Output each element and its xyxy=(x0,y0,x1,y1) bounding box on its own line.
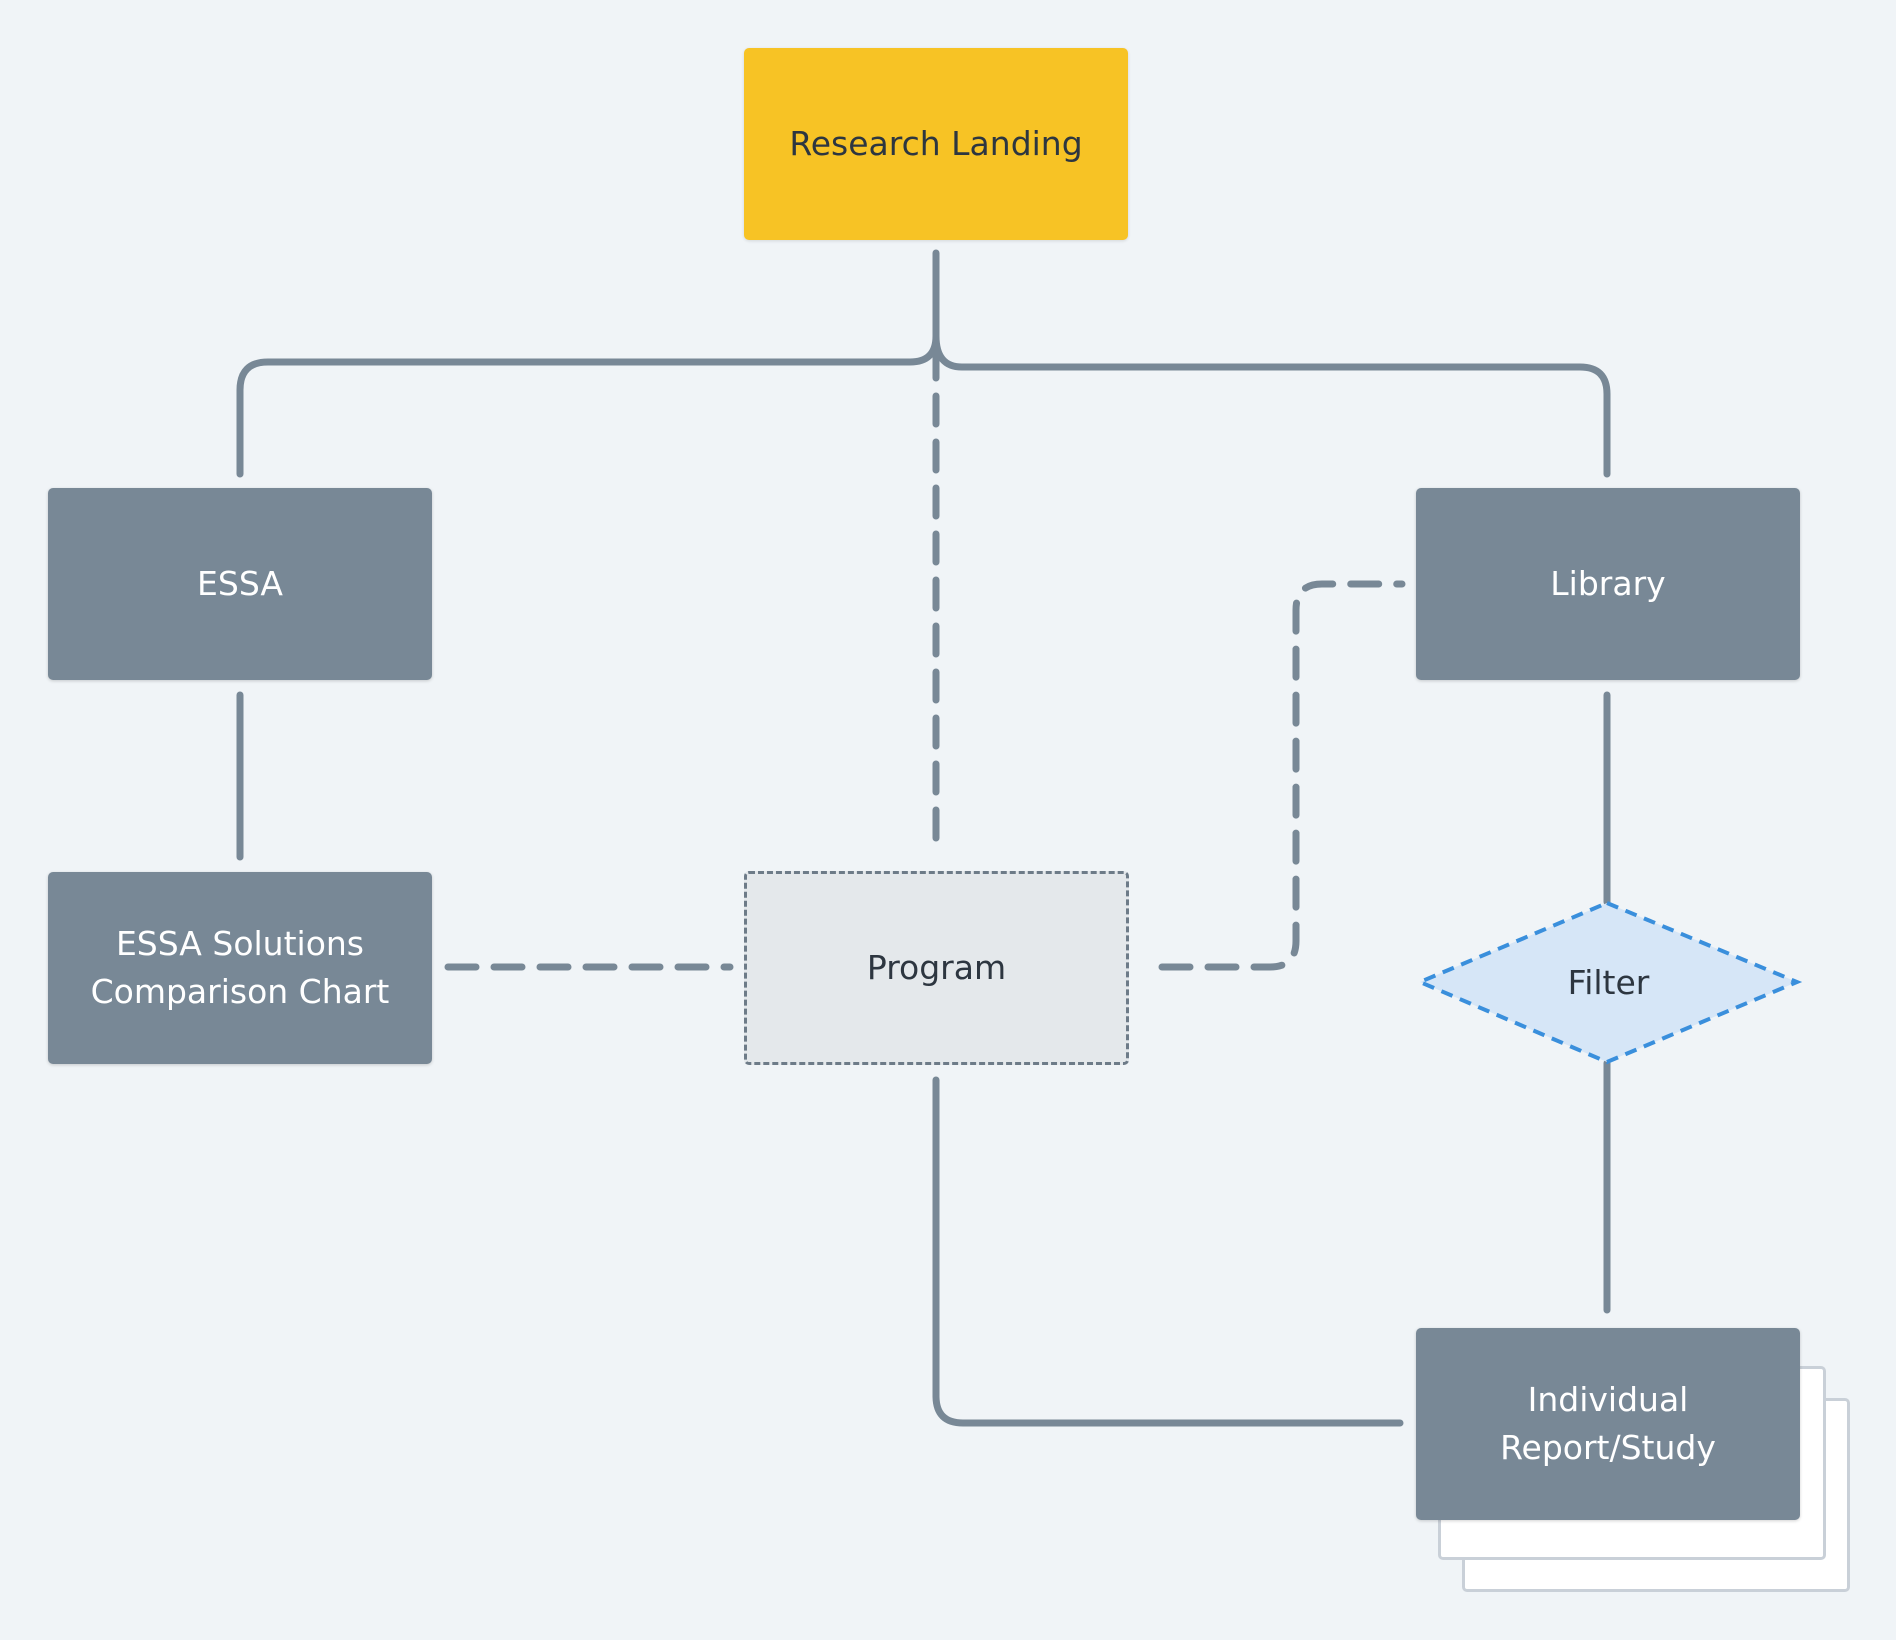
node-label: Program xyxy=(866,948,1007,988)
connector-landing-to-library xyxy=(932,332,1611,478)
connector-program-to-report xyxy=(932,1076,1404,1427)
node-label: Research Landing xyxy=(789,124,1083,164)
node-label: ESSA xyxy=(197,564,283,604)
node-label: Filter xyxy=(1567,963,1650,1002)
filter-diamond-shape xyxy=(1414,900,1803,1065)
node-library[interactable]: Library xyxy=(1416,488,1800,680)
node-individual-report-study[interactable]: Individual Report/Study xyxy=(1416,1328,1800,1520)
node-research-landing[interactable]: Research Landing xyxy=(744,48,1128,240)
node-label: Individual Report/Study xyxy=(1500,1380,1716,1467)
node-essa[interactable]: ESSA xyxy=(48,488,432,680)
node-filter[interactable]: Filter xyxy=(1420,903,1797,1062)
node-label: Library xyxy=(1550,564,1666,604)
node-label: ESSA Solutions Comparison Chart xyxy=(90,924,390,1011)
connector-program-to-library xyxy=(1158,580,1406,971)
node-program[interactable]: Program xyxy=(744,871,1129,1065)
node-essa-solutions-comparison-chart[interactable]: ESSA Solutions Comparison Chart xyxy=(48,872,432,1064)
connector-landing-to-essa xyxy=(236,249,940,478)
